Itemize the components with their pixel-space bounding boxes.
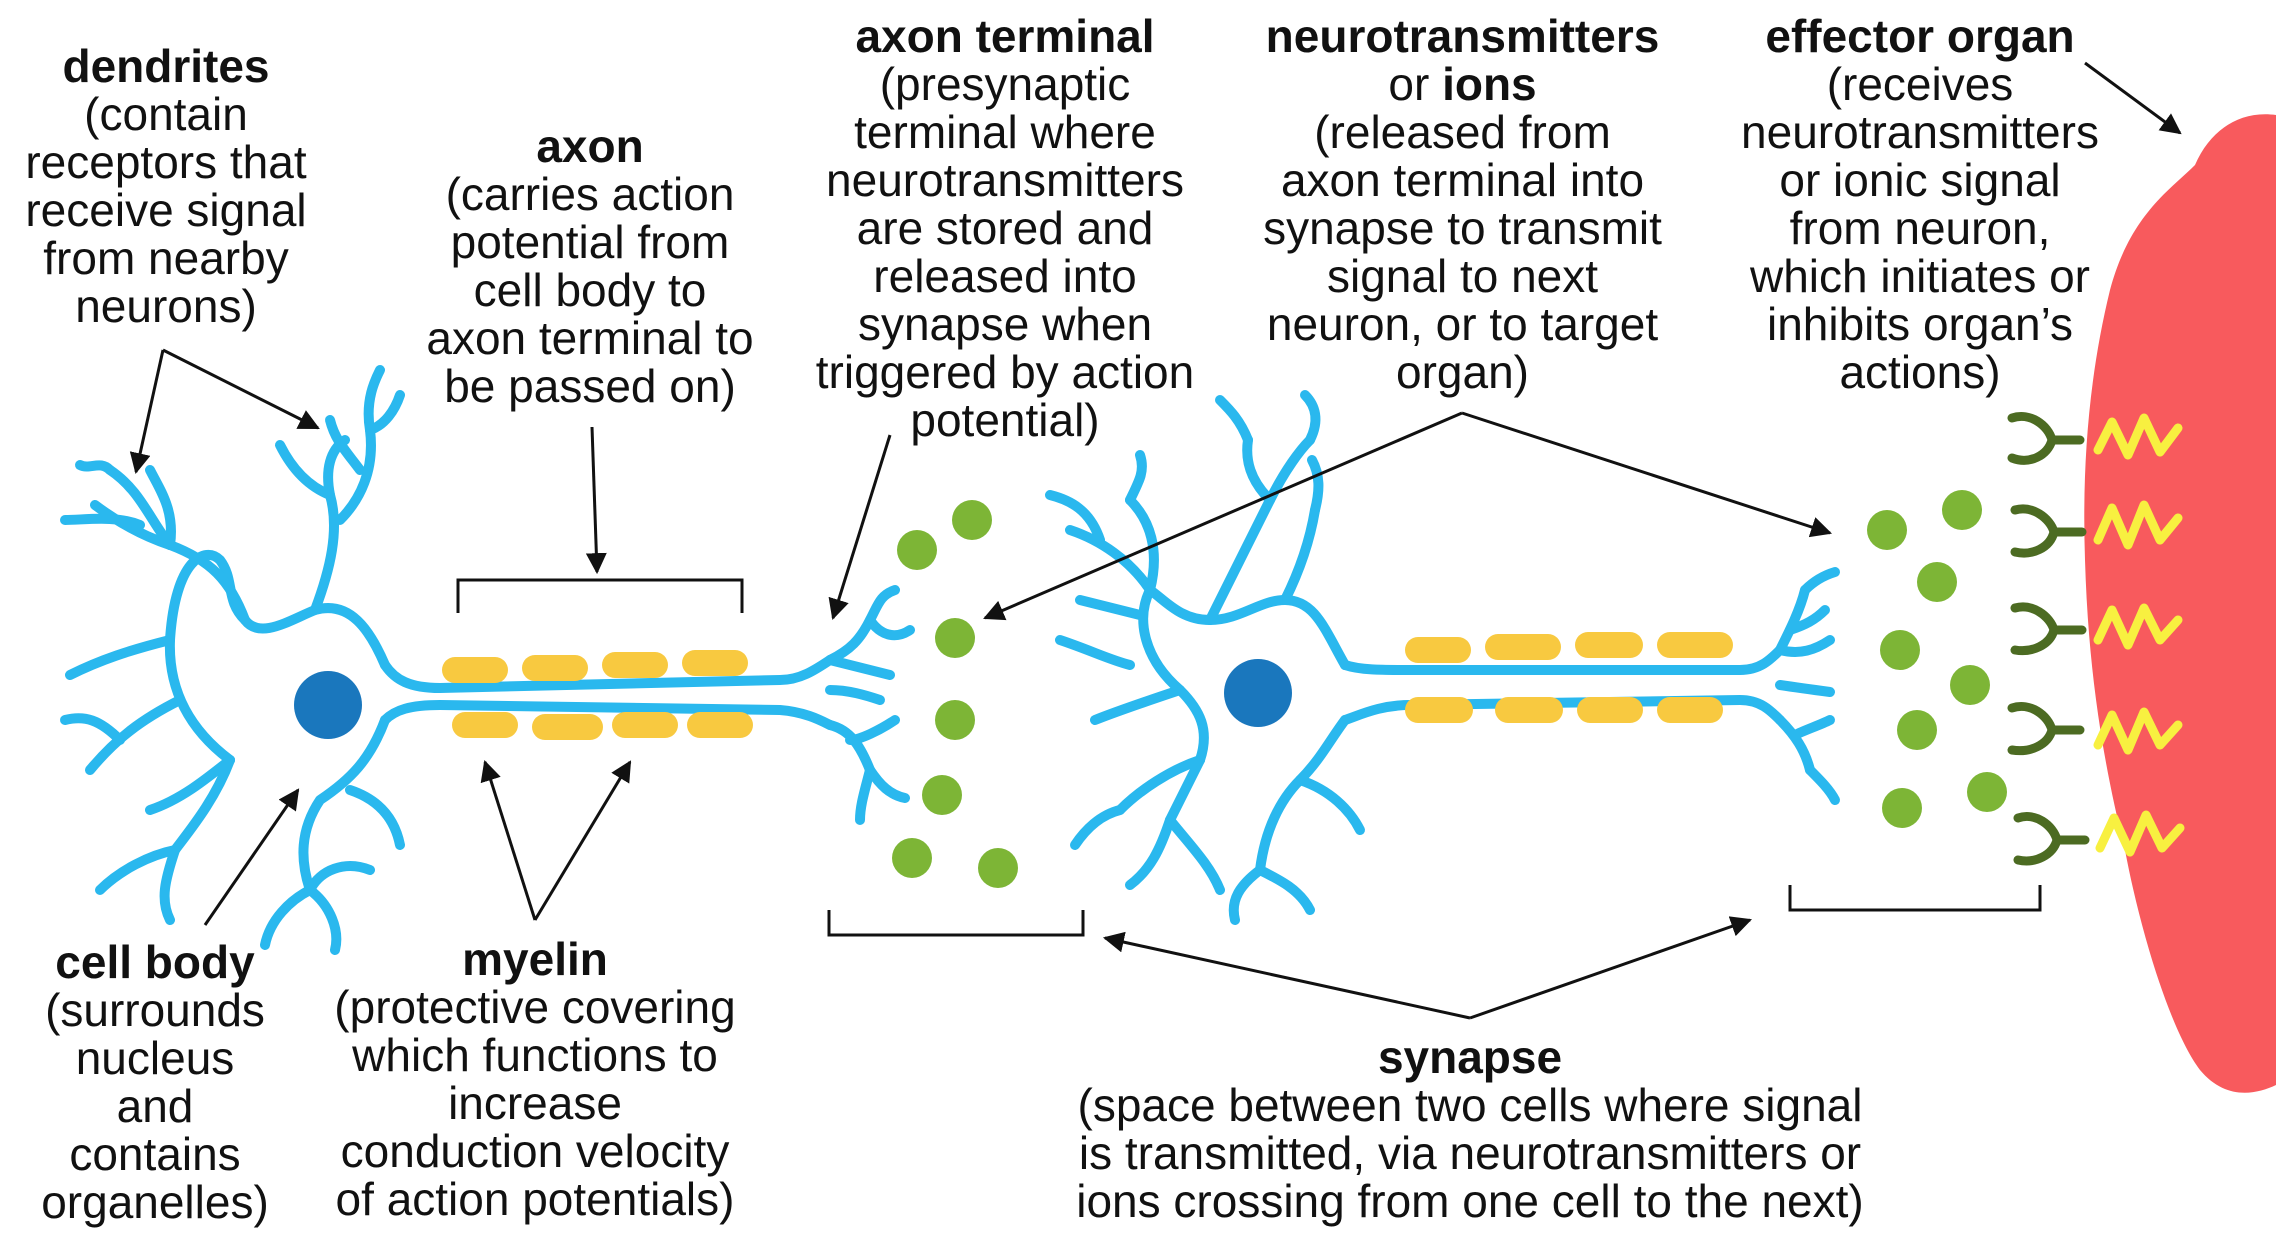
synapse-arrow-left <box>1102 931 1471 1020</box>
dendrites-title: dendrites <box>62 40 270 92</box>
neurotransmitter-arrow-left <box>983 411 1463 621</box>
neurotransmitter-arrow-right <box>1461 411 1832 538</box>
axon-title: axon <box>536 120 644 172</box>
neuron-2 <box>1045 390 1840 925</box>
ions-title: ions <box>1442 58 1537 110</box>
synapse-line: ions crossing from one cell to the next) <box>1076 1175 1864 1227</box>
axon-terminal-line: released into <box>873 250 1137 302</box>
dendrites-line: receptors that <box>25 136 307 188</box>
myelin-line: which functions to <box>352 1029 718 1081</box>
vesicles-synapse-1 <box>892 500 1018 888</box>
organ-signal-squiggles <box>2093 413 2185 857</box>
vesicles-synapse-2 <box>1867 490 2007 828</box>
dendrites-line: from nearby <box>43 232 289 284</box>
axon-terminal-line: terminal where <box>854 106 1156 158</box>
axon-terminal-arrow <box>828 434 892 621</box>
axon-terminal-line: are stored and <box>856 202 1154 254</box>
neuron-1 <box>60 365 915 955</box>
myelin-title: myelin <box>462 933 608 985</box>
neurotransmitters-title: neurotransmitters <box>1265 10 1660 62</box>
cell-body-label: cell body (surrounds nucleus and contain… <box>10 938 300 1226</box>
neurotransmitters-line: synapse to transmit <box>1263 202 1662 254</box>
effector-organ-arrow <box>2084 61 2182 135</box>
neurotransmitters-line: (released from <box>1314 106 1611 158</box>
cell-body-line: contains <box>69 1128 241 1180</box>
cell-body-line: organelles) <box>41 1176 269 1228</box>
synapse-title: synapse <box>1377 1031 1563 1083</box>
axon-bracket <box>456 578 744 613</box>
myelin-line: (protective covering <box>334 981 736 1033</box>
nucleus-2 <box>1224 659 1292 727</box>
effector-organ-line: or ionic signal <box>1779 154 2061 206</box>
axon-label: axon (carries action potential from cell… <box>415 122 765 410</box>
myelin-label: myelin (protective covering which functi… <box>310 935 760 1223</box>
axon-line: cell body to <box>473 264 707 316</box>
myelin-arrow-right <box>533 760 632 921</box>
effector-organ-line: (receives <box>1826 58 2014 110</box>
dendrites-arrow-left <box>129 349 165 475</box>
effector-organ-label: effector organ (receives neurotransmitte… <box>1720 12 2120 396</box>
axon-line: axon terminal to <box>426 312 754 364</box>
cell-body-arrow <box>203 788 300 926</box>
dendrites-arrow-right <box>162 348 320 430</box>
dendrites-line: receive signal <box>25 184 307 236</box>
brackets <box>456 578 2042 937</box>
effector-organ-line: which initiates or <box>1749 250 2091 302</box>
axon-terminal-line: neurotransmitters <box>826 154 1184 206</box>
synapse-line: is transmitted, via neurotransmitters or <box>1078 1127 1862 1179</box>
effector-organ-line: actions) <box>1839 346 2001 398</box>
dendrites-line: (contain <box>84 88 248 140</box>
dendrites-line: neurons) <box>75 280 257 332</box>
effector-organ-line: from neuron, <box>1789 202 2051 254</box>
cell-body-line: (surrounds <box>45 984 265 1036</box>
neurotransmitters-line: organ) <box>1396 346 1529 398</box>
neurotransmitters-line: signal to next <box>1326 250 1599 302</box>
myelin-line: conduction velocity <box>340 1125 730 1177</box>
synapse-arrow-right <box>1469 916 1752 1020</box>
axon-arrow <box>585 426 607 575</box>
synapse-bracket-1 <box>827 910 1085 937</box>
axon-terminal-title: axon terminal <box>855 10 1155 62</box>
effector-organ-line: neurotransmitters <box>1741 106 2099 158</box>
organ-receptors <box>2007 412 2090 866</box>
axon-terminal-line: (presynaptic <box>879 58 1131 110</box>
myelin-segments-2 <box>1405 632 1733 723</box>
synapse-label: synapse (space between two cells where s… <box>1040 1033 1900 1225</box>
axon-line: potential from <box>450 216 730 268</box>
axon-line: be passed on) <box>444 360 736 412</box>
axon-terminal-label: axon terminal (presynaptic terminal wher… <box>800 12 1210 444</box>
axon-terminal-line: triggered by action <box>815 346 1195 398</box>
nucleus-1 <box>294 671 362 739</box>
neurotransmitters-label: neurotransmitters or ions (released from… <box>1245 12 1680 396</box>
cell-body-line: nucleus <box>75 1032 235 1084</box>
myelin-segments-1 <box>442 650 753 740</box>
axon-line: (carries action <box>445 168 735 220</box>
axon-terminal-line: synapse when <box>857 298 1153 350</box>
label-arrows <box>129 61 2182 1020</box>
neurotransmitters-line: neuron, or to target <box>1266 298 1659 350</box>
myelin-line: increase <box>448 1077 622 1129</box>
synapse-line: (space between two cells where signal <box>1077 1079 1863 1131</box>
neurotransmitters-line: axon terminal into <box>1280 154 1645 206</box>
neurotransmitters-subtitle: or ions <box>1245 60 1680 108</box>
axon-terminal-line: potential) <box>910 394 1100 446</box>
cell-body-title: cell body <box>55 936 255 988</box>
dendrites-label: dendrites (contain receptors that receiv… <box>6 42 326 330</box>
cell-body-line: and <box>116 1080 194 1132</box>
effector-organ-title: effector organ <box>1765 10 2075 62</box>
myelin-arrow-left <box>480 759 537 921</box>
neurotransmitters-or: or <box>1388 58 1443 110</box>
myelin-line: of action potentials) <box>335 1173 735 1225</box>
synapse-bracket-2 <box>1788 885 2042 912</box>
effector-organ-line: inhibits organ’s <box>1766 298 2073 350</box>
